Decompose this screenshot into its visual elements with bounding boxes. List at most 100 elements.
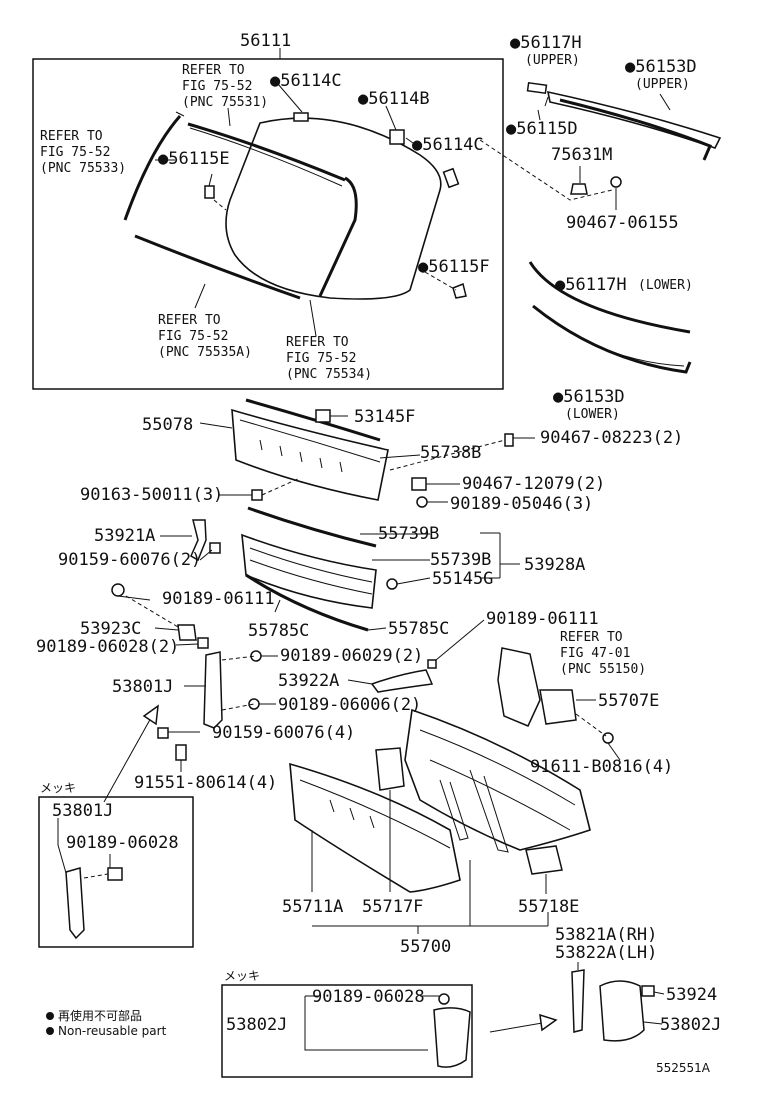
refer-d-line-2: FIG 75-52: [286, 351, 356, 366]
plated-variant-box-1: [38, 796, 194, 948]
90189-06028-plated-clip: [107, 867, 123, 881]
part-55785c-label-2: 55785C: [388, 619, 449, 639]
part-56111-label: 56111: [240, 31, 291, 51]
lower-note-2: (LOWER): [565, 407, 620, 422]
windshield-group-frame: [32, 58, 504, 390]
55707e-bracket: [497, 647, 541, 727]
56115f-clip: [452, 282, 467, 299]
56153d-lower-molding: [532, 304, 692, 374]
box2-53802j-label: 53802J: [226, 1015, 287, 1035]
part-53801j-label: 53801J: [112, 677, 173, 697]
55145g-clip: [386, 578, 398, 590]
part-53821a-label: 53821A(RH): [555, 925, 657, 945]
windshield-glass: [225, 117, 442, 300]
legend-text-jp: 再使用不可部品: [58, 1008, 142, 1023]
part-53928a-label: 53928A: [524, 555, 585, 575]
90467-12079-clip: [411, 477, 427, 491]
legend-bullet-en: [46, 1027, 54, 1035]
53145f-clip: [315, 409, 331, 423]
part-53922a-label: 53922A: [278, 671, 339, 691]
box1-90189-06028-label: 90189-06028: [66, 833, 179, 853]
part-91611-b0816-label: 91611-B0816(4): [530, 757, 673, 777]
part-90159-60076-4-label: 90159-60076(4): [212, 723, 355, 743]
part-53924-label: 53924: [666, 985, 717, 1005]
53922a-part: [370, 669, 434, 693]
53821a-strip: [571, 969, 585, 1033]
part-53802j-label: 53802J: [660, 1015, 721, 1035]
refer-b-line-2: FIG 75-52: [40, 145, 110, 160]
lower-molding: [134, 234, 301, 300]
part-90189-06111-a-label: 90189-06111: [162, 589, 275, 609]
53924-clip: [641, 985, 655, 997]
box1-53801j-label: 53801J: [52, 801, 113, 821]
part-91551-80614-label: 91551-80614(4): [134, 773, 277, 793]
part-90163-50011-label: 90163-50011(3): [80, 485, 223, 505]
plated-note-1: メッキ: [40, 781, 76, 795]
part-56117h-upper-label: ●56117H: [510, 33, 582, 53]
56115e-clip: [204, 185, 215, 199]
legend-text-en: Non-reusable part: [58, 1024, 167, 1038]
part-56114c-label: ●56114C: [270, 71, 342, 91]
part-90467-06155-label: 90467-06155: [566, 213, 679, 233]
part-90189-06028-2-label: 90189-06028(2): [36, 637, 179, 657]
75631m-part: [570, 183, 588, 195]
part-90189-06006-label: 90189-06006(2): [278, 695, 421, 715]
refer-d-line-1: REFER TO: [286, 335, 349, 350]
part-55718e-label: 55718E: [518, 897, 579, 917]
part-90467-08223-label: 90467-08223(2): [540, 428, 683, 448]
part-55711a-label: 55711A: [282, 897, 343, 917]
part-55078-label: 55078: [142, 415, 193, 435]
part-53921a-label: 53921A: [94, 526, 155, 546]
refer-e-line-3: (PNC 55150): [560, 662, 646, 677]
part-55738b-label: 55738B: [420, 443, 481, 463]
figure-id: 552551A: [656, 1061, 711, 1075]
part-55145g-label: 55145G: [432, 569, 493, 589]
refer-c-line-3: (PNC 75535A): [158, 345, 252, 360]
refer-a-line-2: FIG 75-52: [182, 79, 252, 94]
53921a-bracket: [190, 519, 207, 562]
55785c-lower-seal: [245, 573, 369, 632]
55718e-bracket: [525, 845, 563, 875]
55738b-seal: [245, 398, 381, 442]
left-side-molding: [123, 115, 182, 221]
90159-60076-bolt-4: [157, 727, 169, 739]
part-56115d-label: ●56115D: [506, 119, 578, 139]
90467-08223-clip: [504, 433, 514, 447]
53928a-grille: [241, 533, 377, 609]
55717f-bracket: [375, 747, 405, 791]
part-53822a-label: 53822A(LH): [555, 943, 657, 963]
part-90189-06029-label: 90189-06029(2): [280, 646, 423, 666]
part-53145f-label: 53145F: [354, 407, 415, 427]
91551-80614-bolt: [175, 744, 187, 761]
plated-variant-box-2: [221, 984, 473, 1078]
refer-a-line-1: REFER TO: [182, 63, 245, 78]
upper-note-2: (UPPER): [635, 77, 690, 92]
part-55739b-label-1: 55739B: [378, 524, 439, 544]
56114c-clip-2: [442, 167, 460, 189]
55078-cowl-panel: [231, 408, 389, 501]
part-55700-label: 55700: [400, 937, 451, 957]
reference-arrow-right: [489, 1021, 549, 1033]
56117h-upper-strip: [559, 98, 712, 161]
lower-note-1: (LOWER): [638, 278, 693, 293]
refer-c-line-2: FIG 75-52: [158, 329, 228, 344]
part-55707e-label: 55707E: [598, 691, 659, 711]
90189-06111-clip: [111, 583, 125, 597]
legend-bullet-jp: [46, 1012, 54, 1020]
56117h-upper-clip: [526, 81, 548, 95]
90163-50011-screw: [251, 489, 263, 501]
part-53923c-label: 53923C: [80, 619, 141, 639]
53801j-plated-bracket: [65, 867, 85, 940]
53801j-bracket: [203, 651, 223, 729]
refer-d-line-3: (PNC 75534): [286, 367, 372, 382]
53802j-part: [599, 980, 645, 1042]
part-56115e-label: ●56115E: [158, 149, 230, 169]
reference-arrow-up: [103, 715, 153, 803]
box2-90189-06028-label: 90189-06028: [312, 987, 425, 1007]
part-56115f-label: ●56115F: [418, 257, 490, 277]
90189-06006-clip: [248, 698, 260, 710]
refer-c-line-1: REFER TO: [158, 313, 221, 328]
90189-06111-clip-b: [427, 659, 437, 669]
part-56114b-label: ●56114B: [358, 89, 430, 109]
part-56153d-lower-label: ●56153D: [553, 387, 625, 407]
